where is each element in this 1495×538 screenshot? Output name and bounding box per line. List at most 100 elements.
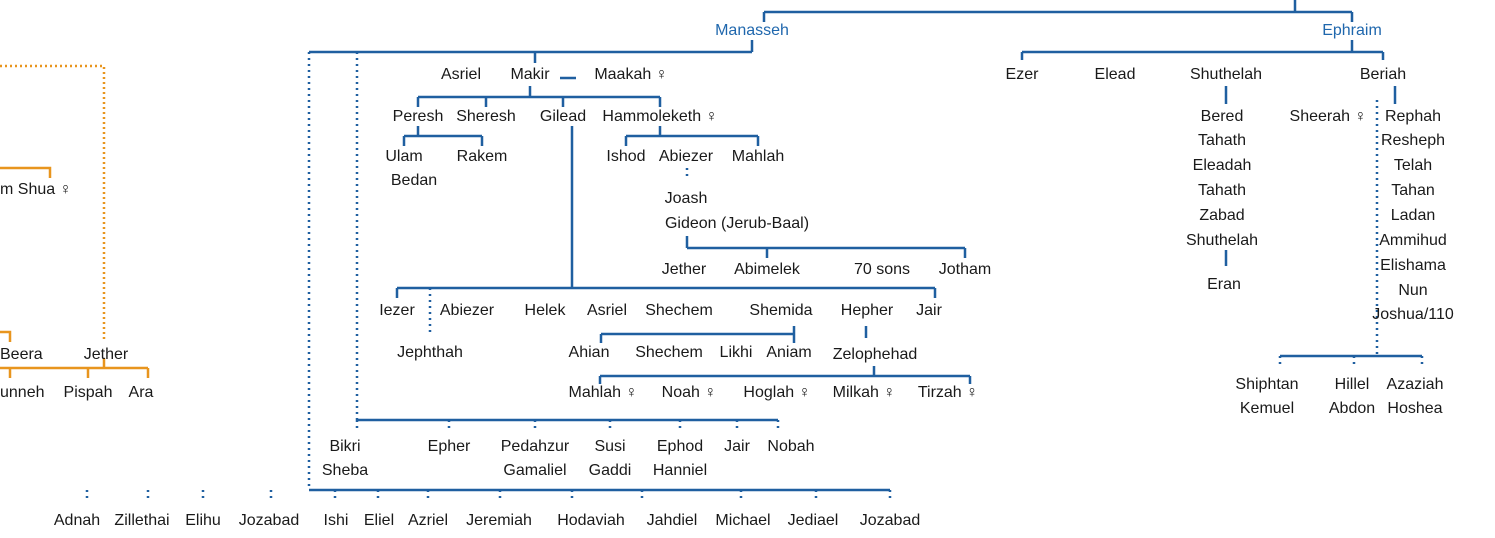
- person-iezer: Iezer: [379, 302, 415, 319]
- person-mahlah-2: Mahlah ♀: [568, 384, 638, 401]
- person-shuthelah-2: Shuthelah: [1185, 232, 1259, 249]
- person-epher: Epher: [427, 438, 471, 455]
- person-abimelek: Abimelek: [734, 261, 800, 278]
- person-jephthah: Jephthah: [397, 344, 463, 361]
- person-hoglah: Hoglah ♀: [743, 384, 811, 401]
- person-noah: Noah ♀: [661, 384, 717, 401]
- person-nun: Nun: [1398, 282, 1428, 299]
- person-bered: Bered: [1200, 108, 1244, 125]
- person-elihu: Elihu: [185, 512, 221, 529]
- person-sheerah: Sheerah ♀: [1289, 108, 1367, 125]
- person-tahath-2: Tahath: [1197, 182, 1247, 199]
- person-aniam: Aniam: [766, 344, 812, 361]
- person-jeremiah: Jeremiah: [466, 512, 532, 529]
- person-unneh: unneh: [0, 384, 45, 401]
- person-eleadah: Eleadah: [1192, 157, 1252, 174]
- person-joash: Joash: [664, 190, 708, 207]
- peresh-bar: [402, 126, 484, 146]
- person-shiphtan: Shiphtan: [1235, 376, 1299, 393]
- person-shechem: Shechem: [645, 302, 713, 319]
- orange-bars: [0, 166, 150, 378]
- person-jozabad: Jozabad: [238, 512, 300, 529]
- person-ahian: Ahian: [568, 344, 610, 361]
- person-shuthelah: Shuthelah: [1189, 66, 1263, 83]
- ephraim-bar: [1020, 40, 1385, 60]
- person-hillel: Hillel: [1334, 376, 1370, 393]
- gilead-bar: [395, 126, 937, 298]
- person-ammihud: Ammihud: [1379, 232, 1447, 249]
- person-bikri: Bikri: [329, 438, 361, 455]
- person-abdon: Abdon: [1328, 400, 1376, 417]
- person-abiezer-2: Abiezer: [439, 302, 495, 319]
- person-pedahzur: Pedahzur: [500, 438, 570, 455]
- person-beriah: Beriah: [1359, 66, 1407, 83]
- dotted-links: [85, 52, 1424, 498]
- person-azriel: Azriel: [407, 512, 449, 529]
- person-nobah: Nobah: [767, 438, 815, 455]
- makir-bar: [416, 76, 662, 107]
- person-azaziah: Azaziah: [1386, 376, 1444, 393]
- zelophehad-bar: [598, 366, 972, 384]
- person-abiezer: Abiezer: [658, 148, 714, 165]
- person-rakem: Rakem: [456, 148, 508, 165]
- person-hoshea: Hoshea: [1387, 400, 1443, 417]
- person-ezer: Ezer: [1005, 66, 1039, 83]
- person-jozabad-2: Jozabad: [859, 512, 921, 529]
- person-maakah: Maakah ♀: [594, 66, 668, 83]
- shemida-bar: [599, 326, 796, 343]
- person-gilead: Gilead: [539, 108, 587, 125]
- person-gideon: Gideon (Jerub-Baal): [664, 215, 810, 232]
- person-zelophehad: Zelophehad: [832, 346, 918, 363]
- person-jether-left: Jether: [83, 346, 129, 363]
- person-sheba: Sheba: [321, 462, 369, 479]
- person-gaddi: Gaddi: [588, 462, 632, 479]
- person-jotham: Jotham: [938, 261, 992, 278]
- person-joshua: Joshua/110: [1372, 306, 1454, 323]
- tribe-manasseh: Manasseh: [715, 22, 789, 39]
- person-adnah: Adnah: [53, 512, 101, 529]
- manasseh-bar: [309, 40, 754, 63]
- person-ara: Ara: [128, 384, 154, 401]
- person-jair: Jair: [916, 302, 942, 319]
- person-jair-2: Jair: [724, 438, 750, 455]
- orange-dotted: [0, 64, 106, 340]
- person-shua: m Shua ♀: [0, 181, 72, 198]
- person-susi: Susi: [594, 438, 626, 455]
- person-jahdiel: Jahdiel: [646, 512, 698, 529]
- person-jether: Jether: [661, 261, 707, 278]
- person-beera: Beera: [0, 346, 43, 363]
- person-shechem-2: Shechem: [635, 344, 703, 361]
- person-resheph: Resheph: [1380, 132, 1446, 149]
- person-rephah: Rephah: [1384, 108, 1442, 125]
- person-asriel: Asriel: [440, 66, 482, 83]
- person-helek: Helek: [524, 302, 566, 319]
- gideon-bar: [685, 236, 967, 258]
- person-makir: Makir: [510, 66, 550, 83]
- person-hepher: Hepher: [840, 302, 894, 319]
- person-70-sons: 70 sons: [853, 261, 911, 278]
- tribe-ephraim: Ephraim: [1322, 22, 1382, 39]
- person-milkah: Milkah ♀: [832, 384, 896, 401]
- person-zabad: Zabad: [1199, 207, 1245, 224]
- person-hanniel: Hanniel: [652, 462, 708, 479]
- person-hodaviah: Hodaviah: [557, 512, 625, 529]
- person-gamaliel: Gamaliel: [503, 462, 567, 479]
- person-ephod: Ephod: [656, 438, 704, 455]
- person-tahan: Tahan: [1391, 182, 1435, 199]
- person-bedan: Bedan: [390, 172, 438, 189]
- person-sheresh: Sheresh: [456, 108, 516, 125]
- person-michael: Michael: [715, 512, 771, 529]
- person-peresh: Peresh: [392, 108, 444, 125]
- hammoleketh-bar: [624, 126, 760, 146]
- person-likhi: Likhi: [719, 344, 753, 361]
- person-jediael: Jediael: [787, 512, 839, 529]
- tribe-bar: [762, 0, 1354, 22]
- person-ishi: Ishi: [323, 512, 349, 529]
- person-mahlah: Mahlah: [731, 148, 785, 165]
- person-eran: Eran: [1207, 276, 1241, 293]
- person-kemuel: Kemuel: [1239, 400, 1295, 417]
- person-ulam: Ulam: [385, 148, 423, 165]
- person-hammoleketh: Hammoleketh ♀: [602, 108, 718, 125]
- person-shemida: Shemida: [749, 302, 813, 319]
